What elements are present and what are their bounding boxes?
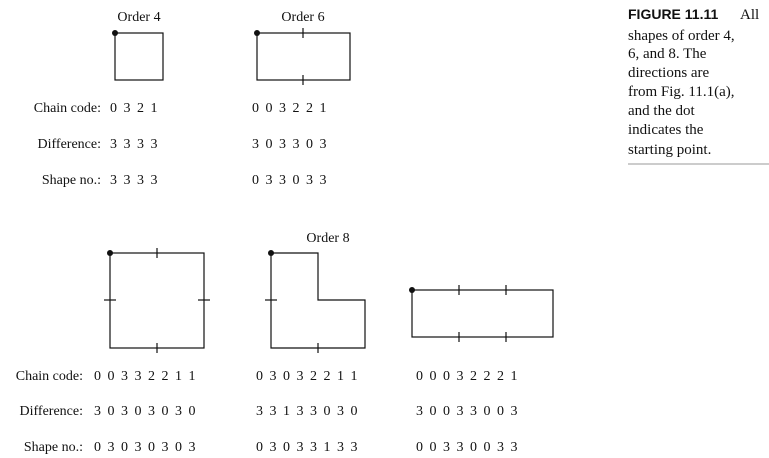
order6-shape-no: 0 3 3 0 3 3	[252, 173, 327, 188]
shape-order-4	[112, 30, 164, 81]
order4-chain-code: 0 3 2 1	[110, 101, 158, 116]
shape-order-6	[254, 28, 351, 85]
label-difference-top: Difference:	[38, 137, 101, 152]
order8-l-chain-code: 0 3 0 3 2 2 1 1	[256, 369, 358, 384]
shape-order-8-l-shape	[265, 250, 366, 353]
caption-line-4: directions are	[628, 65, 710, 81]
order8-rect-chain-code: 0 0 0 3 2 2 2 1	[416, 369, 518, 384]
caption-line-7: indicates the	[628, 122, 704, 138]
caption-line-5: from Fig. 11.1(a),	[628, 84, 735, 100]
caption-line-3: 6, and 8. The	[628, 46, 707, 62]
caption-line-1: All	[740, 7, 759, 23]
order4-difference: 3 3 3 3	[110, 137, 158, 152]
shape-order-8-square	[104, 248, 210, 353]
caption-line-6: and the dot	[628, 103, 695, 119]
order8-rect-difference: 3 0 0 3 3 0 0 3	[416, 404, 518, 419]
order4-shape-no: 3 3 3 3	[110, 173, 158, 188]
caption-line-2: shapes of order 4,	[628, 28, 735, 44]
label-shape-no-top: Shape no.:	[42, 173, 101, 188]
order8-square-difference: 3 0 3 0 3 0 3 0	[94, 404, 196, 419]
label-shape-no-bottom: Shape no.:	[24, 440, 83, 455]
order8-l-shape-no: 0 3 0 3 3 1 3 3	[256, 440, 358, 455]
label-chain-code-top: Chain code:	[34, 101, 101, 116]
title-order-6: Order 6	[281, 10, 324, 25]
order6-difference: 3 0 3 3 0 3	[252, 137, 327, 152]
start-dot	[268, 250, 274, 256]
order8-square-shape-no: 0 3 0 3 0 3 0 3	[94, 440, 196, 455]
figure-label: FIGURE 11.11	[628, 6, 718, 22]
start-dot	[409, 287, 415, 293]
shape-order-8-rectangle	[409, 285, 554, 342]
order6-chain-code: 0 0 3 2 2 1	[252, 101, 327, 116]
start-dot	[254, 30, 260, 36]
caption-line-8: starting point.	[628, 142, 711, 158]
start-dot	[112, 30, 118, 36]
start-dot	[107, 250, 113, 256]
order8-square-chain-code: 0 0 3 3 2 2 1 1	[94, 369, 196, 384]
title-order-8: Order 8	[306, 231, 349, 246]
label-chain-code-bottom: Chain code:	[16, 369, 83, 384]
order8-l-difference: 3 3 1 3 3 0 3 0	[256, 404, 358, 419]
title-order-4: Order 4	[117, 10, 160, 25]
order8-rect-shape-no: 0 0 3 3 0 0 3 3	[416, 440, 518, 455]
label-difference-bottom: Difference:	[20, 404, 83, 419]
